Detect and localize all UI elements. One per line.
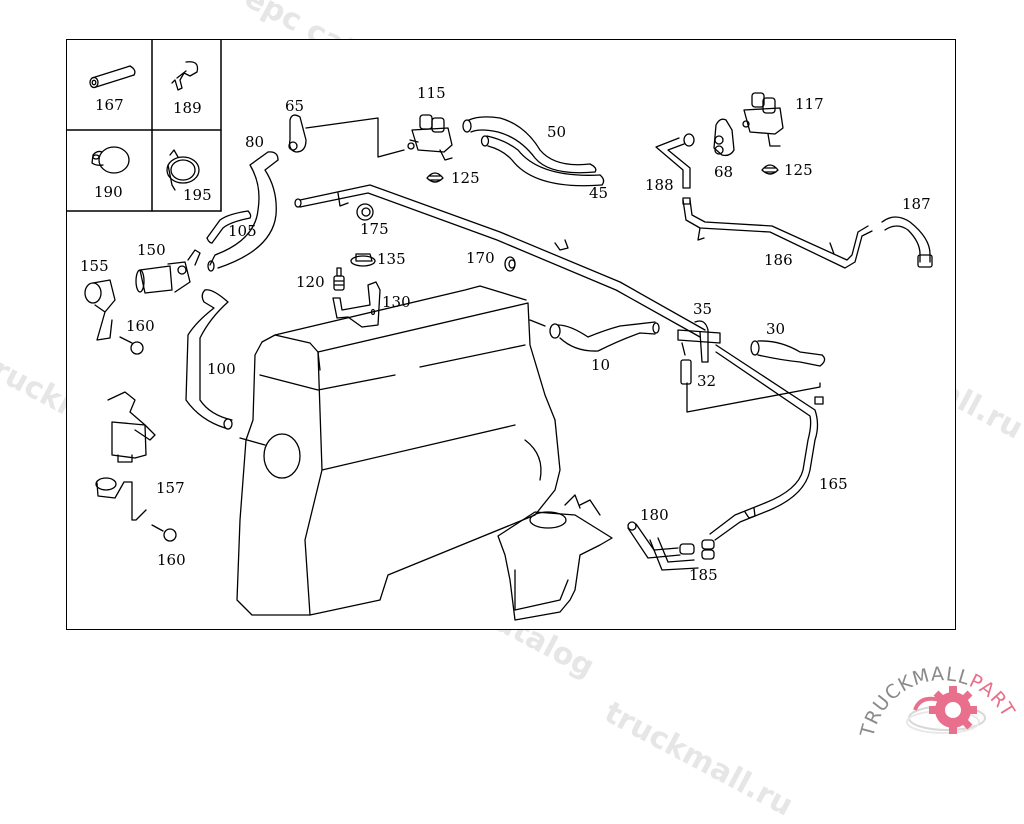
gear-icon: [906, 686, 986, 734]
callout-175[interactable]: 175: [360, 220, 389, 238]
callout-167[interactable]: 167: [95, 96, 124, 114]
callout-105[interactable]: 105: [228, 222, 257, 240]
part-115-valve[interactable]: [407, 114, 453, 161]
spring-clip-icon[interactable]: [171, 61, 199, 91]
part-157-bracket[interactable]: [95, 477, 147, 521]
hose-clamp-icon[interactable]: [91, 146, 130, 174]
part-135-nut[interactable]: [350, 253, 376, 267]
callout-115[interactable]: 115: [417, 84, 446, 102]
callout-32[interactable]: 32: [697, 372, 717, 390]
callout-165[interactable]: 165: [819, 475, 848, 493]
callout-30[interactable]: 30: [766, 320, 786, 338]
part-155-bracket[interactable]: [84, 279, 116, 341]
part-180-pipe[interactable]: [627, 521, 681, 559]
callout-160[interactable]: 160: [157, 551, 186, 569]
callout-188[interactable]: 188: [645, 176, 674, 194]
callout-195[interactable]: 195: [183, 186, 212, 204]
part-35-tee[interactable]: [677, 320, 721, 363]
callout-130[interactable]: 130: [382, 293, 411, 311]
part-125-cap[interactable]: [761, 164, 779, 175]
part-185-pipe[interactable]: [649, 537, 715, 571]
callout-157[interactable]: 157: [156, 479, 185, 497]
part-32-connector[interactable]: [680, 359, 821, 413]
callout-186[interactable]: 186: [764, 251, 793, 269]
callout-150[interactable]: 150: [137, 241, 166, 259]
callout-189[interactable]: 189: [173, 99, 202, 117]
callout-187[interactable]: 187: [902, 195, 931, 213]
part-50-hose[interactable]: [462, 116, 597, 174]
callout-80[interactable]: 80: [245, 133, 265, 151]
part-187-hose[interactable]: [881, 216, 933, 268]
engine-block: [236, 285, 561, 616]
coolant-pipe-upper[interactable]: [294, 184, 706, 338]
part-160-screw[interactable]: [151, 524, 177, 542]
part-30-hose[interactable]: [750, 340, 826, 367]
parts-diagram: [66, 39, 933, 621]
part-150-pump[interactable]: [135, 249, 201, 294]
band-clamp-icon[interactable]: [166, 149, 200, 191]
callout-135[interactable]: 135: [377, 250, 406, 268]
callout-68[interactable]: 68: [714, 163, 734, 181]
part-125-cap[interactable]: [426, 172, 444, 183]
callout-180[interactable]: 180: [640, 506, 669, 524]
part-188-pipe[interactable]: [655, 133, 695, 189]
callout-125[interactable]: 125: [451, 169, 480, 187]
expansion-tank[interactable]: [497, 494, 613, 621]
part-80-hose[interactable]: [207, 151, 279, 272]
part-45-hose[interactable]: [480, 135, 605, 187]
part-100-hose[interactable]: [185, 289, 233, 430]
part-105-hose[interactable]: [206, 210, 252, 244]
auxiliary-pump[interactable]: [107, 391, 156, 463]
callout-120[interactable]: 120: [296, 273, 325, 291]
callout-45[interactable]: 45: [589, 184, 609, 202]
legend-grid: [66, 39, 222, 212]
callout-170[interactable]: 170: [466, 249, 495, 267]
part-120-sensor[interactable]: [333, 267, 345, 291]
callout-100[interactable]: 100: [207, 360, 236, 378]
part-186-pipe[interactable]: [682, 197, 873, 269]
callout-190[interactable]: 190: [94, 183, 123, 201]
callout-117[interactable]: 117: [795, 95, 824, 113]
callout-65[interactable]: 65: [285, 97, 305, 115]
part-160-screw[interactable]: [119, 336, 144, 355]
callout-160[interactable]: 160: [126, 317, 155, 335]
callout-125[interactable]: 125: [784, 161, 813, 179]
callout-10[interactable]: 10: [591, 356, 611, 374]
part-10-hose[interactable]: [529, 319, 660, 352]
callout-50[interactable]: 50: [547, 123, 567, 141]
truckmallparts-logo[interactable]: TRUCKMALLPARTS: [855, 650, 1020, 748]
part-68-grommet[interactable]: [713, 118, 735, 157]
hose-sleeve-icon[interactable]: [89, 65, 136, 89]
part-165-pipe[interactable]: [709, 344, 824, 541]
part-117-valve[interactable]: [742, 92, 784, 147]
callout-35[interactable]: 35: [693, 300, 713, 318]
part-170-plug[interactable]: [504, 256, 516, 272]
part-175-nut[interactable]: [356, 203, 374, 221]
callout-155[interactable]: 155: [80, 257, 109, 275]
part-65-grommet[interactable]: [288, 114, 405, 158]
callout-185[interactable]: 185: [689, 566, 718, 584]
